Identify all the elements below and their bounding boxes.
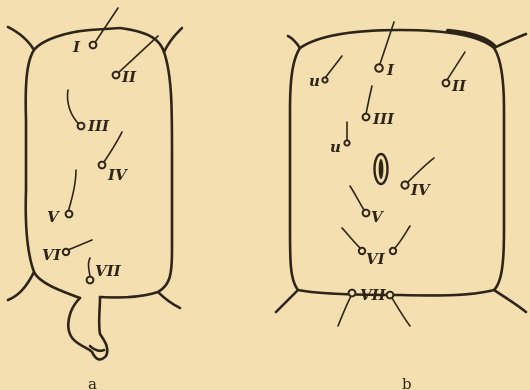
panel-b-corner-curl-left [288,36,300,48]
panel-a-seta-III [68,90,85,129]
panel-b-label-VII: VII [360,286,387,304]
panel-b-label-u2: u [330,138,341,156]
panel-b-corner-flare-right [494,290,526,312]
panel-a-seta-IV [99,132,122,168]
panel-b-label-V: V [371,208,384,226]
panel-b-seta-VI-right [390,226,410,254]
panel-b-seta-u2 [344,122,349,146]
panel-b-label-IV: IV [410,181,431,199]
panel-a: I II III IV V VI VII a [8,8,182,390]
panel-a-label-VI: VI [42,246,62,264]
panel-b-corner-curl-right [494,34,526,48]
panel-b-seta-VII-right [387,292,410,326]
panel-b-seta-u1 [322,56,342,83]
panel-b-label-III: III [372,110,395,128]
panel-a-label-VII: VII [95,262,122,280]
panel-a-label-III: III [87,117,110,135]
panel-b: u I II III u IV V VI VII b [276,22,526,390]
panel-b-corner-flare-left [276,290,298,312]
panel-a-corner-curl-left [8,27,34,50]
panel-b-label-I: I [386,61,395,79]
panel-a-seta-V [66,170,76,217]
panel-a-label-I: I [72,38,81,56]
panel-b-label-II: II [451,77,467,95]
panel-a-caption: a [88,375,97,390]
panel-a-corner-flare-right [158,292,180,308]
panel-b-seta-III [363,86,372,120]
panel-b-spiracle [375,154,388,184]
panel-a-label-II: II [121,68,137,86]
panel-b-label-u1: u [309,72,320,90]
panel-b-label-VI: VI [366,250,386,268]
panel-b-segment-outline [290,30,504,295]
panel-a-label-V: V [47,208,60,226]
panel-a-seta-VI [63,240,92,255]
panel-a-label-IV: IV [107,166,128,184]
panel-a-seta-VII [87,258,94,283]
panel-b-seta-V [350,186,369,216]
panel-a-corner-curl-right [164,28,182,52]
panel-b-seta-VI-left [342,228,365,254]
panel-a-corner-flare-left [8,272,34,300]
panel-a-appendage-tip [90,346,104,351]
panel-b-caption: b [402,375,412,390]
